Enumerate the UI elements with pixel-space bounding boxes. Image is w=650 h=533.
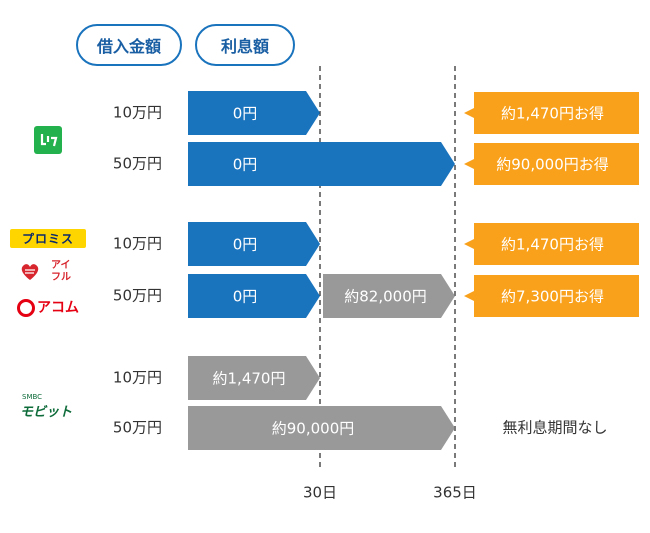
bar-value-label: 約82,000円 bbox=[344, 288, 427, 306]
aiful-logo-text: アイフル bbox=[51, 260, 71, 283]
no-interest-note: 無利息期間なし bbox=[502, 419, 607, 437]
promise-logo: プロミス bbox=[10, 229, 86, 248]
interest-bar bbox=[188, 356, 320, 400]
bar-value-label: 約1,470円 bbox=[213, 370, 286, 388]
aiful-logo: アイフル bbox=[19, 260, 79, 286]
lake-logo-mark bbox=[40, 134, 58, 147]
bar-value-label: 0円 bbox=[233, 236, 258, 254]
bar-value-label: 0円 bbox=[233, 105, 258, 123]
x-tick-label-365: 365日 bbox=[433, 484, 477, 502]
interest-bar bbox=[188, 222, 320, 266]
lake-logo bbox=[34, 126, 62, 154]
savings-callout-text: 約7,300円お得 bbox=[501, 288, 604, 306]
savings-callout-text: 約1,470円お得 bbox=[501, 105, 604, 123]
savings-callout-text: 約1,470円お得 bbox=[501, 236, 604, 254]
savings-callout bbox=[464, 92, 639, 134]
bar-value-label: 0円 bbox=[233, 288, 258, 306]
mobit-logo: SMBC モビット bbox=[20, 393, 84, 420]
acom-logo-text: アコム bbox=[37, 300, 79, 316]
loan-amount-header: 借入金額 bbox=[76, 24, 182, 66]
interest-bar bbox=[188, 406, 455, 450]
bar-value-label: 約90,000円 bbox=[272, 420, 355, 438]
amount-label: 10万円 bbox=[113, 369, 162, 387]
mobit-logo-main: モビット bbox=[20, 405, 73, 420]
interest-amount-header: 利息額 bbox=[195, 24, 295, 66]
acom-circle-icon bbox=[17, 299, 35, 317]
savings-callout bbox=[464, 223, 639, 265]
interest-bar bbox=[188, 274, 320, 318]
amount-label: 10万円 bbox=[113, 235, 162, 253]
mobit-logo-small: SMBC bbox=[22, 393, 43, 401]
interest-bar bbox=[323, 274, 455, 318]
promise-logo-text: プロミス bbox=[21, 232, 74, 246]
savings-callout-text: 約90,000円お得 bbox=[496, 156, 609, 174]
interest-bar bbox=[188, 91, 320, 135]
amount-label: 50万円 bbox=[113, 155, 162, 173]
amount-label: 50万円 bbox=[113, 419, 162, 437]
aiful-heart-icon bbox=[21, 264, 39, 280]
amount-label: 50万円 bbox=[113, 287, 162, 305]
savings-callout bbox=[464, 275, 639, 317]
acom-logo: アコム bbox=[17, 297, 83, 317]
savings-callout bbox=[464, 143, 639, 185]
amount-label: 10万円 bbox=[113, 104, 162, 122]
x-tick-label-30: 30日 bbox=[303, 484, 337, 502]
bar-value-label: 0円 bbox=[233, 156, 258, 174]
interest-bar bbox=[188, 142, 455, 186]
